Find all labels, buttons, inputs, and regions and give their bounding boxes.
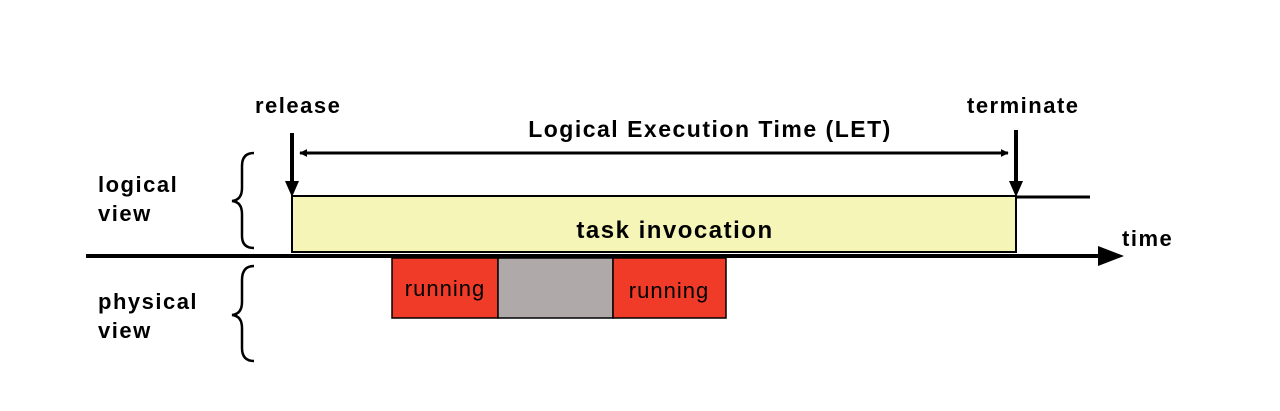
running-block-1 <box>391 257 499 319</box>
logical-view-brace <box>231 151 255 250</box>
running-label-2: running <box>629 278 709 303</box>
release-label: release <box>255 93 341 118</box>
time-axis-arrowhead <box>1098 246 1124 266</box>
physical-view-brace <box>231 264 255 363</box>
physical-view-label-line2: view <box>98 318 152 343</box>
task-invocation-bar <box>291 195 1017 253</box>
let-label: Logical Execution Time (LET) <box>528 116 892 142</box>
running-label-1: running <box>405 276 485 301</box>
terminate-label: terminate <box>967 93 1080 118</box>
time-label: time <box>1122 226 1173 251</box>
release-arrowhead <box>285 181 299 197</box>
task-invocation-label: task invocation <box>576 217 773 244</box>
running-block-2 <box>612 257 727 319</box>
physical-view-label-line1: physical <box>98 289 198 314</box>
terminate-arrowhead <box>1009 181 1023 197</box>
logical-view-label-line2: view <box>98 201 152 226</box>
preempted-block <box>497 257 614 319</box>
logical-view-label-line1: logical <box>98 172 178 197</box>
